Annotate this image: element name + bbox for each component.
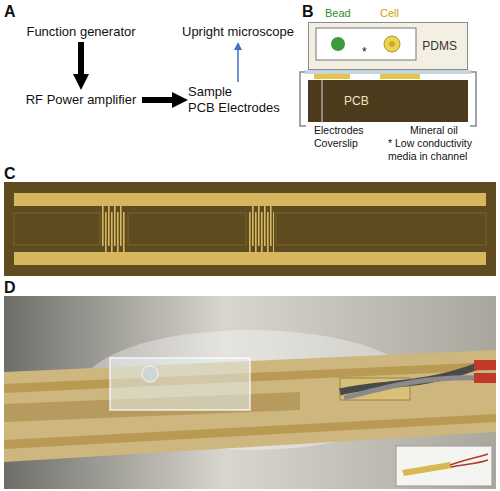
photo-background — [4, 296, 496, 489]
pdms-box: PDMS — [308, 22, 468, 70]
node-text: PDMS — [422, 39, 457, 53]
node-text: RF Power amplifier — [26, 92, 137, 108]
cell-body — [384, 36, 400, 52]
inset-board — [402, 462, 452, 476]
light-path-arrow — [237, 50, 239, 82]
pcb-board — [308, 80, 468, 122]
twisted-wire — [344, 378, 478, 398]
wire-insulation — [474, 373, 496, 383]
node-text: Upright microscope — [182, 24, 294, 40]
oil-bracket — [470, 72, 476, 126]
signal-arrow — [142, 97, 172, 103]
leader-line — [322, 79, 323, 124]
panel-letter: B — [302, 2, 314, 21]
coverslip-layer — [305, 70, 471, 74]
pcb-photo-trace — [4, 414, 496, 449]
node-text: PCB — [344, 94, 369, 108]
node-text: Sample — [188, 84, 232, 100]
media-marker: * — [362, 45, 367, 59]
pcb-photo-board — [4, 350, 496, 462]
signal-arrow — [78, 42, 84, 74]
interdigitated-electrode — [248, 212, 274, 252]
electrode-strip — [380, 74, 420, 79]
cell-label: Cell — [380, 7, 399, 20]
bead-label: Bead — [325, 7, 351, 20]
component-label: Electrodes — [314, 124, 364, 137]
oil-bracket — [300, 72, 306, 126]
cell-nucleus — [389, 41, 395, 47]
interdigitated-electrode — [102, 212, 126, 252]
instrument-label: Function generator — [20, 22, 142, 42]
electrode-bus — [14, 193, 486, 206]
component-label: Coverslip — [314, 137, 358, 150]
electrode-bus — [14, 252, 486, 265]
inset-photo — [396, 446, 492, 486]
component-label: Mineral oil — [410, 124, 458, 137]
electrode-strip — [314, 74, 350, 79]
pcb-layout-background — [4, 182, 496, 276]
electrode-pad-outline — [276, 213, 486, 245]
panel-letter: C — [4, 164, 16, 183]
instrument-label: RF Power amplifier — [20, 90, 142, 110]
panel-letter: D — [4, 278, 16, 297]
wire-insulation — [474, 360, 496, 370]
node-text: Function generator — [26, 24, 135, 40]
microchannel — [316, 28, 416, 60]
inlet-droplet — [142, 366, 158, 382]
electrode-pad-outline — [14, 213, 100, 245]
footnote: * Low conductivity media in channel — [388, 137, 498, 162]
pdms-chip — [110, 358, 250, 410]
pdms-block — [308, 22, 468, 70]
pcb-box: PCB — [308, 80, 468, 122]
instrument-label: Upright microscope — [176, 22, 300, 42]
sample-label: SamplePCB Electrodes — [188, 82, 288, 118]
node-text: PCB Electrodes — [188, 100, 280, 116]
panel-letter: A — [4, 2, 16, 21]
electrode-pad-outline — [128, 213, 246, 245]
inset-wire — [451, 460, 488, 467]
bead-particle — [331, 37, 345, 51]
